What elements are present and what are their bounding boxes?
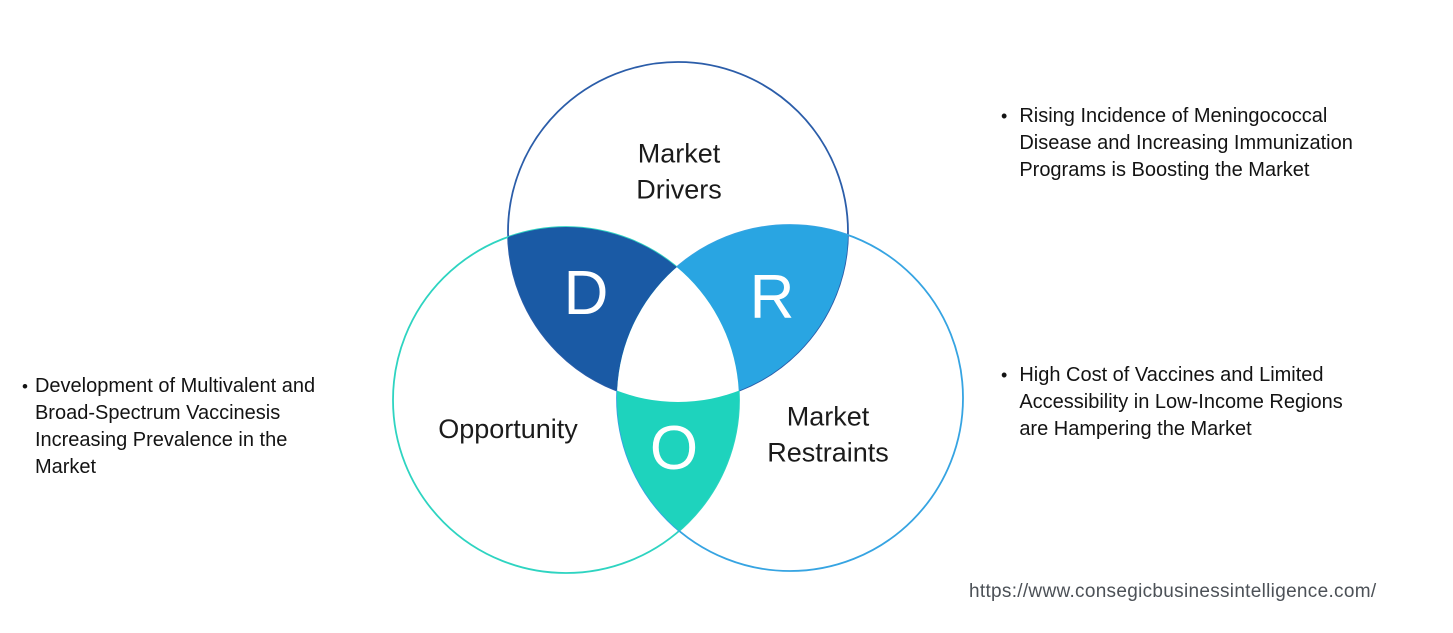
- drivers-note-text: Rising Incidence of Meningococcal Diseas…: [1019, 105, 1353, 181]
- restraints-note: • High Cost of Vaccines and Limited Acce…: [1001, 362, 1343, 443]
- restraints-note-text: High Cost of Vaccines and Limited Access…: [1019, 364, 1343, 440]
- opportunity-circle-label: Opportunity: [438, 414, 578, 445]
- bullet-marker: •: [1001, 106, 1008, 126]
- overlap-r-letter: R: [749, 263, 795, 332]
- overlap-d-letter: D: [563, 259, 609, 328]
- drivers-circle-label: Market Drivers: [636, 138, 722, 204]
- overlap-o-letter: O: [649, 414, 699, 483]
- drivers-note: • Rising Incidence of Meningococcal Dise…: [1001, 103, 1353, 184]
- bullet-marker: •: [22, 377, 28, 396]
- opportunity-note-text: Development of Multivalent and Broad-Spe…: [34, 375, 316, 478]
- source-url: https://www.consegicbusinessintelligence…: [969, 581, 1377, 602]
- bullet-marker: •: [1001, 365, 1008, 385]
- restraints-circle-label: Market Restraints: [767, 401, 889, 467]
- opportunity-note: • Development of Multivalent and Broad-S…: [22, 373, 315, 481]
